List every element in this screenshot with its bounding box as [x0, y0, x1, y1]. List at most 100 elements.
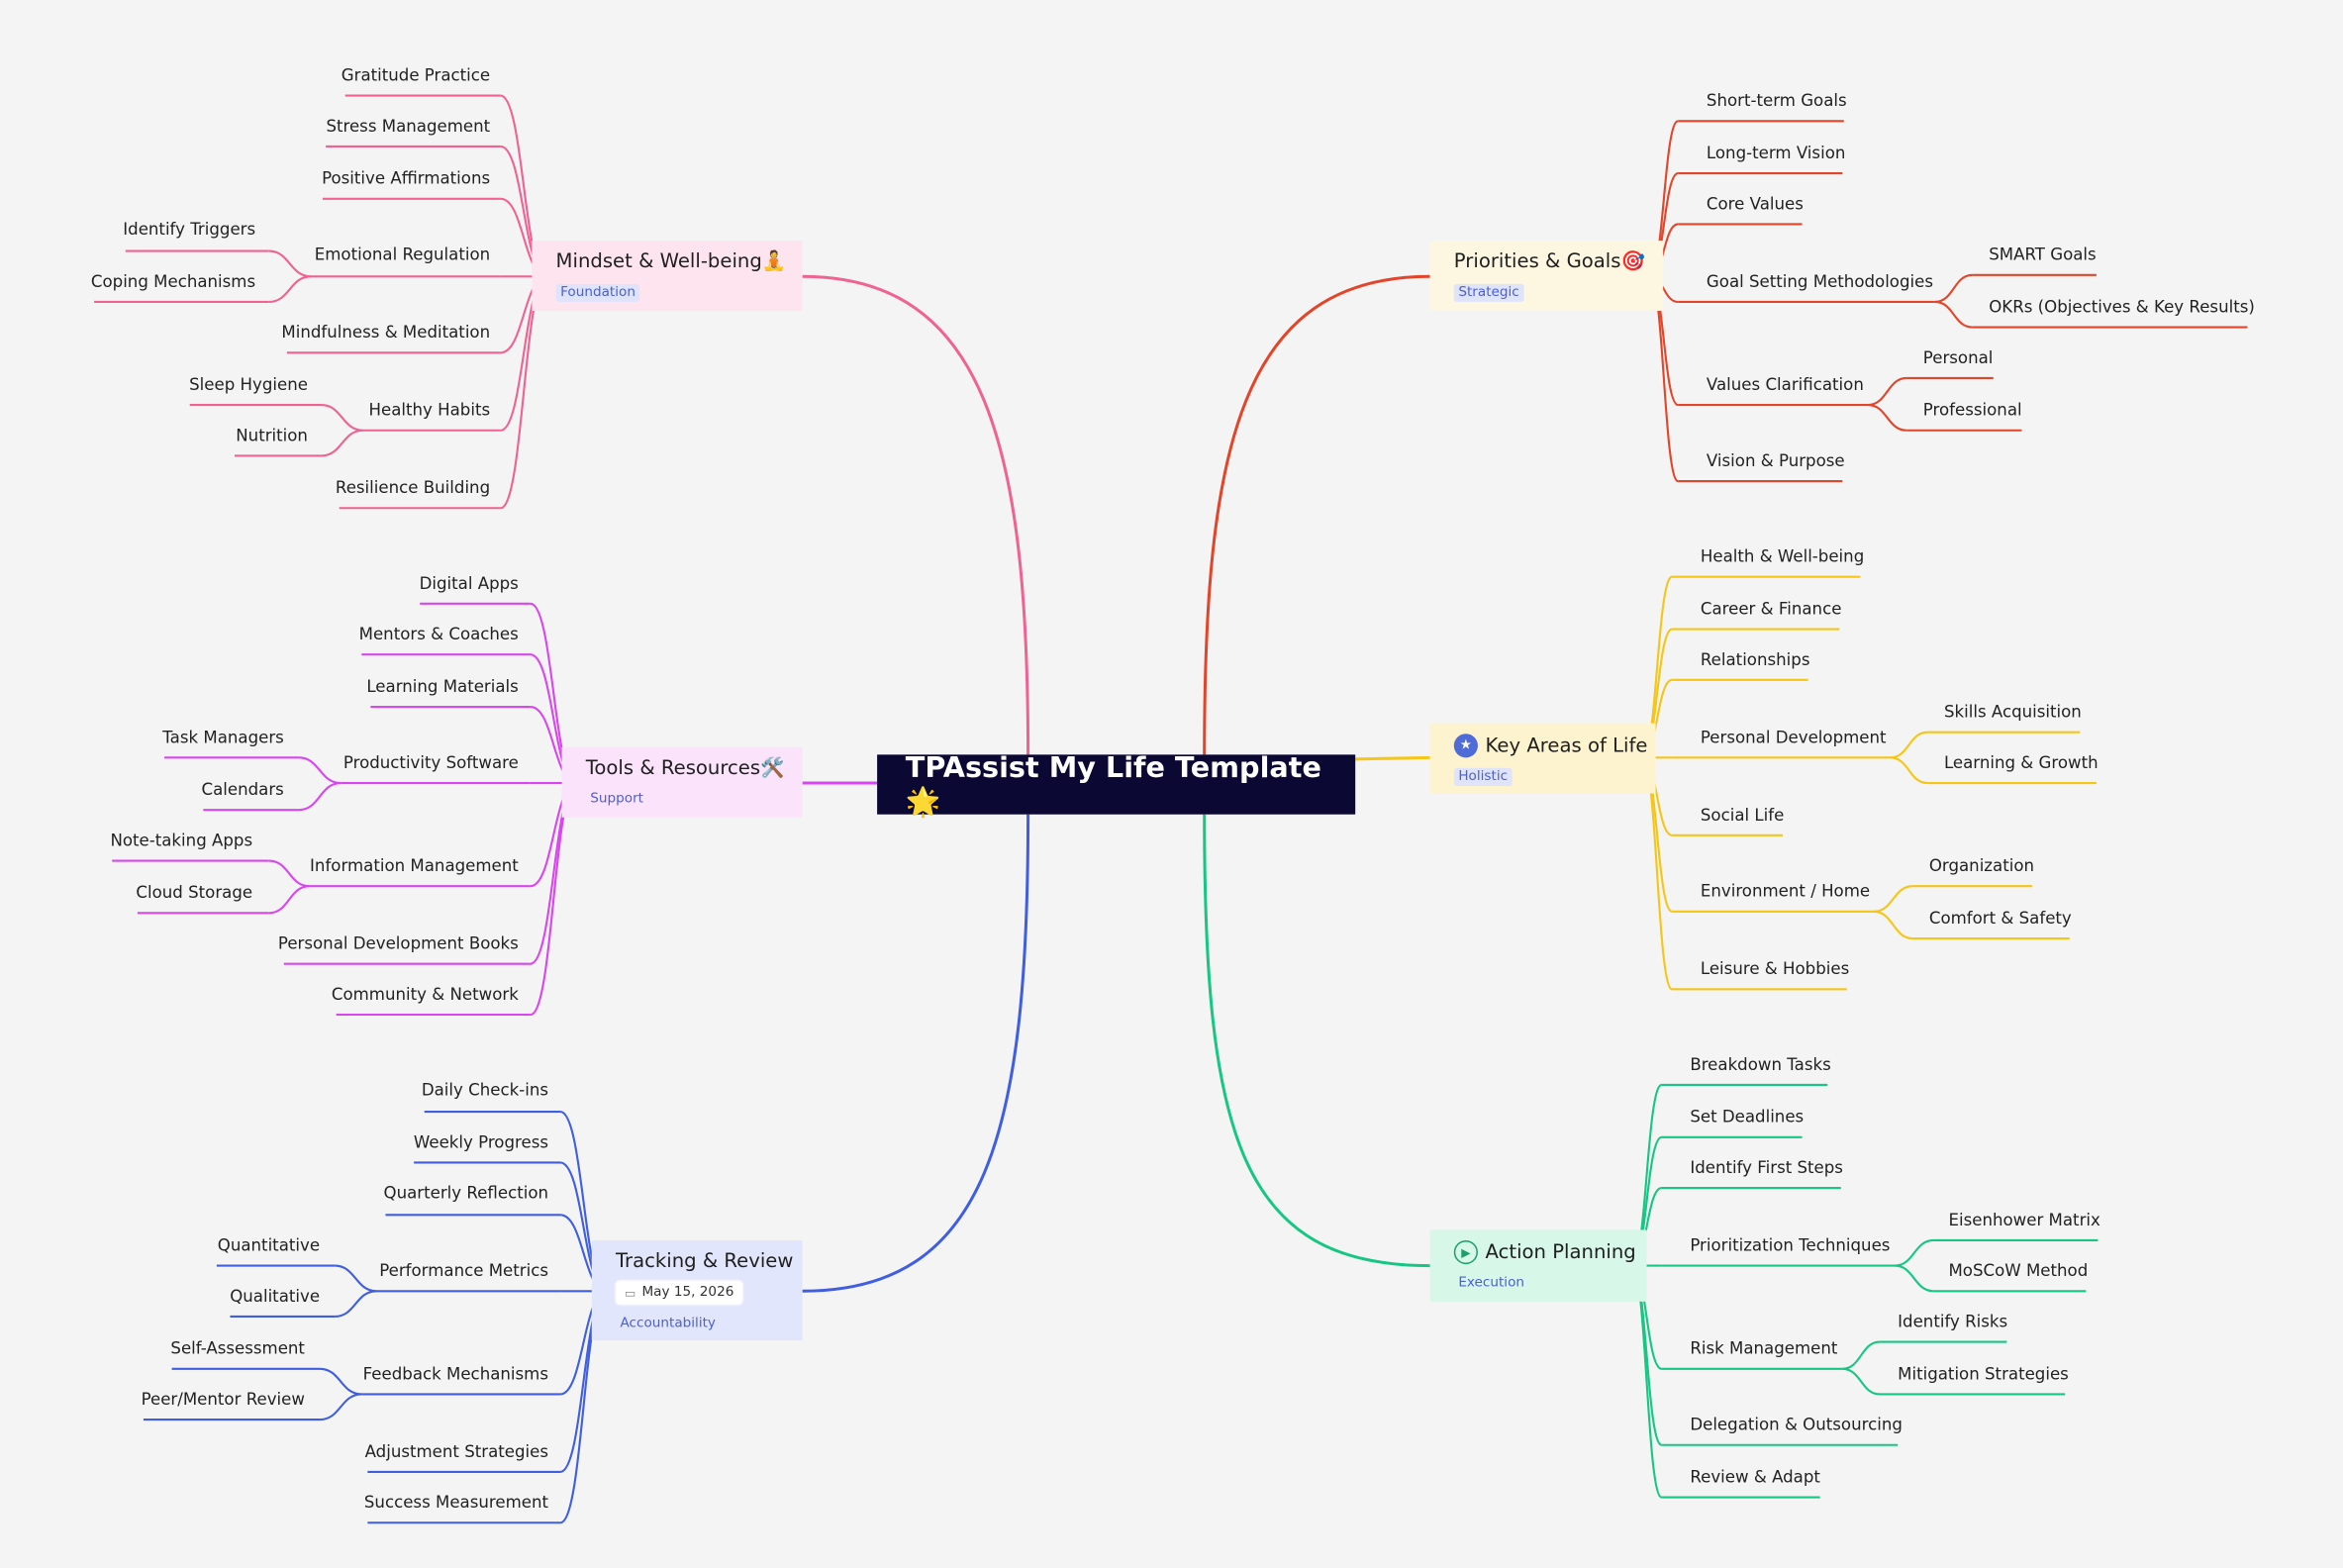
node-delegation-outsourcing[interactable]: Delegation & Outsourcing: [1690, 1415, 1903, 1435]
branch-tools-tag: Support: [590, 792, 643, 808]
node-stress-management[interactable]: Stress Management: [326, 116, 491, 137]
node-moscow-method[interactable]: MoSCoW Method: [1948, 1261, 2089, 1281]
node-eisenhower-matrix[interactable]: Eisenhower Matrix: [1948, 1210, 2100, 1230]
node-success-measurement[interactable]: Success Measurement: [363, 1493, 549, 1513]
branch-action[interactable]: ▶ Action Planning Execution: [1429, 1229, 1647, 1302]
node-emotional-regulation[interactable]: Emotional Regulation: [314, 245, 491, 265]
node-cloud-storage[interactable]: Cloud Storage: [136, 883, 253, 903]
node-goal-setting-methodologies[interactable]: Goal Setting Methodologies: [1706, 271, 1934, 292]
node-quantitative[interactable]: Quantitative: [217, 1235, 321, 1256]
branch-action-title: Action Planning: [1485, 1240, 1636, 1264]
node-mitigation-strategies[interactable]: Mitigation Strategies: [1898, 1364, 2069, 1384]
areas-sublink-2: [1873, 885, 1913, 913]
node-professional[interactable]: Professional: [1922, 400, 2022, 421]
node-career-finance[interactable]: Career & Finance: [1700, 599, 1842, 619]
tools-sublink-1: [298, 781, 342, 812]
branch-tracking[interactable]: Tracking & Review ▭ May 15, 2026 Account…: [591, 1239, 803, 1341]
node-identify-risks[interactable]: Identify Risks: [1898, 1312, 2008, 1332]
branch-tracking-title: Tracking & Review: [615, 1250, 794, 1274]
node-community-network[interactable]: Community & Network: [331, 984, 519, 1005]
node-resilience-building[interactable]: Resilience Building: [335, 478, 491, 498]
branch-priorities-title: Priorities & Goals🎯: [1453, 250, 1645, 274]
branch-mindset-title: Mindset & Well-being🧘: [555, 250, 787, 274]
branch-areas-tag: Holistic: [1453, 767, 1513, 787]
node-positive-affirmations[interactable]: Positive Affirmations: [322, 168, 491, 189]
node-identify-triggers[interactable]: Identify Triggers: [123, 219, 256, 240]
mindset-sublink-1: [268, 275, 312, 303]
node-healthy-habits[interactable]: Healthy Habits: [368, 400, 491, 421]
link-central-priorities: [1203, 274, 1430, 755]
branch-priorities[interactable]: Priorities & Goals🎯 Strategic: [1429, 241, 1664, 311]
date-chip[interactable]: ▭ May 15, 2026: [615, 1280, 743, 1305]
calendar-icon: ▭: [624, 1285, 636, 1300]
node-performance-metrics[interactable]: Performance Metrics: [379, 1261, 549, 1281]
node-sleep-hygiene[interactable]: Sleep Hygiene: [189, 374, 308, 395]
action-sublink-2: [1842, 1340, 1881, 1370]
node-productivity-software[interactable]: Productivity Software: [342, 752, 519, 773]
node-weekly-progress[interactable]: Weekly Progress: [413, 1132, 549, 1152]
node-qualitative[interactable]: Qualitative: [230, 1286, 321, 1307]
node-personal[interactable]: Personal: [1922, 347, 1994, 368]
node-adjustment-strategies[interactable]: Adjustment Strategies: [364, 1441, 549, 1462]
node-feedback-mechanisms[interactable]: Feedback Mechanisms: [362, 1364, 549, 1384]
node-core-values[interactable]: Core Values: [1706, 194, 1804, 214]
node-daily-check-ins[interactable]: Daily Check-ins: [421, 1080, 549, 1101]
node-calendars[interactable]: Calendars: [201, 779, 284, 800]
node-self-assessment[interactable]: Self-Assessment: [170, 1338, 305, 1359]
date-chip-value: May 15, 2026: [641, 1285, 734, 1301]
branch-tracking-tag: Accountability: [620, 1316, 716, 1332]
node-gratitude-practice[interactable]: Gratitude Practice: [341, 65, 491, 86]
node-personal-development[interactable]: Personal Development: [1700, 728, 1887, 747]
node-information-management[interactable]: Information Management: [310, 855, 519, 876]
tools-sublink-2: [268, 859, 310, 888]
node-prioritization-techniques[interactable]: Prioritization Techniques: [1690, 1235, 1891, 1256]
node-coping-mechanisms[interactable]: Coping Mechanisms: [90, 271, 256, 292]
mindset-sublink-3: [321, 429, 363, 457]
node-identify-first-steps[interactable]: Identify First Steps: [1690, 1157, 1843, 1178]
node-peer-mentor-review[interactable]: Peer/Mentor Review: [141, 1389, 305, 1410]
node-learning-growth[interactable]: Learning & Growth: [1943, 752, 2099, 773]
node-personal-development-books[interactable]: Personal Development Books: [277, 933, 519, 954]
node-environment-home[interactable]: Environment / Home: [1700, 881, 1871, 902]
node-nutrition[interactable]: Nutrition: [236, 426, 308, 445]
branch-action-tag: Execution: [1458, 1276, 1525, 1292]
central-topic-title: TPAssist My Life Template🌟: [905, 750, 1321, 819]
branch-tools[interactable]: Tools & Resources🛠️ Support: [561, 746, 803, 818]
node-learning-materials[interactable]: Learning Materials: [366, 676, 519, 697]
tracking-sublink-0: [335, 1264, 377, 1293]
node-risk-management[interactable]: Risk Management: [1690, 1338, 1838, 1359]
branch-mindset-tag: Foundation: [555, 283, 640, 302]
priorities-sublink-0: [1934, 273, 1973, 303]
node-comfort-safety[interactable]: Comfort & Safety: [1928, 908, 2072, 929]
node-leisure-hobbies[interactable]: Leisure & Hobbies: [1700, 959, 1850, 979]
node-note-taking-apps[interactable]: Note-taking Apps: [110, 831, 253, 850]
node-digital-apps[interactable]: Digital Apps: [419, 573, 519, 594]
node-organization[interactable]: Organization: [1928, 855, 2035, 876]
node-vision-purpose[interactable]: Vision & Purpose: [1706, 450, 1845, 471]
node-skills-acquisition[interactable]: Skills Acquisition: [1943, 702, 2082, 723]
node-relationships[interactable]: Relationships: [1700, 649, 1810, 670]
node-task-managers[interactable]: Task Managers: [162, 728, 284, 747]
branch-areas[interactable]: ★ Key Areas of Life Holistic: [1429, 723, 1656, 794]
node-okrs[interactable]: OKRs (Objectives & Key Results): [1989, 297, 2255, 318]
node-social-life[interactable]: Social Life: [1700, 805, 1785, 826]
branch-priorities-tag: Strategic: [1453, 283, 1524, 302]
node-breakdown-tasks[interactable]: Breakdown Tasks: [1690, 1054, 1831, 1075]
branch-mindset[interactable]: Mindset & Well-being🧘 Foundation: [532, 241, 803, 311]
priorities-sublink-2: [1867, 376, 1907, 407]
node-long-term-vision[interactable]: Long-term Vision: [1706, 143, 1846, 163]
node-short-term-goals[interactable]: Short-term Goals: [1706, 91, 1847, 111]
node-review-adapt[interactable]: Review & Adapt: [1690, 1467, 1820, 1488]
priorities-sublink-3: [1867, 404, 1907, 432]
areas-sublink-1: [1890, 756, 1928, 785]
node-mentors-coaches[interactable]: Mentors & Coaches: [358, 624, 519, 644]
node-values-clarification[interactable]: Values Clarification: [1706, 374, 1864, 395]
node-mindfulness-meditation[interactable]: Mindfulness & Meditation: [281, 323, 491, 343]
tools-link-6: [530, 781, 578, 1017]
node-health-well-being[interactable]: Health & Well-being: [1700, 546, 1865, 567]
node-quarterly-reflection[interactable]: Quarterly Reflection: [383, 1183, 549, 1204]
areas-sublink-3: [1873, 910, 1913, 940]
node-smart-goals[interactable]: SMART Goals: [1989, 245, 2097, 265]
central-topic[interactable]: TPAssist My Life Template🌟: [877, 751, 1356, 818]
node-set-deadlines[interactable]: Set Deadlines: [1690, 1107, 1805, 1127]
